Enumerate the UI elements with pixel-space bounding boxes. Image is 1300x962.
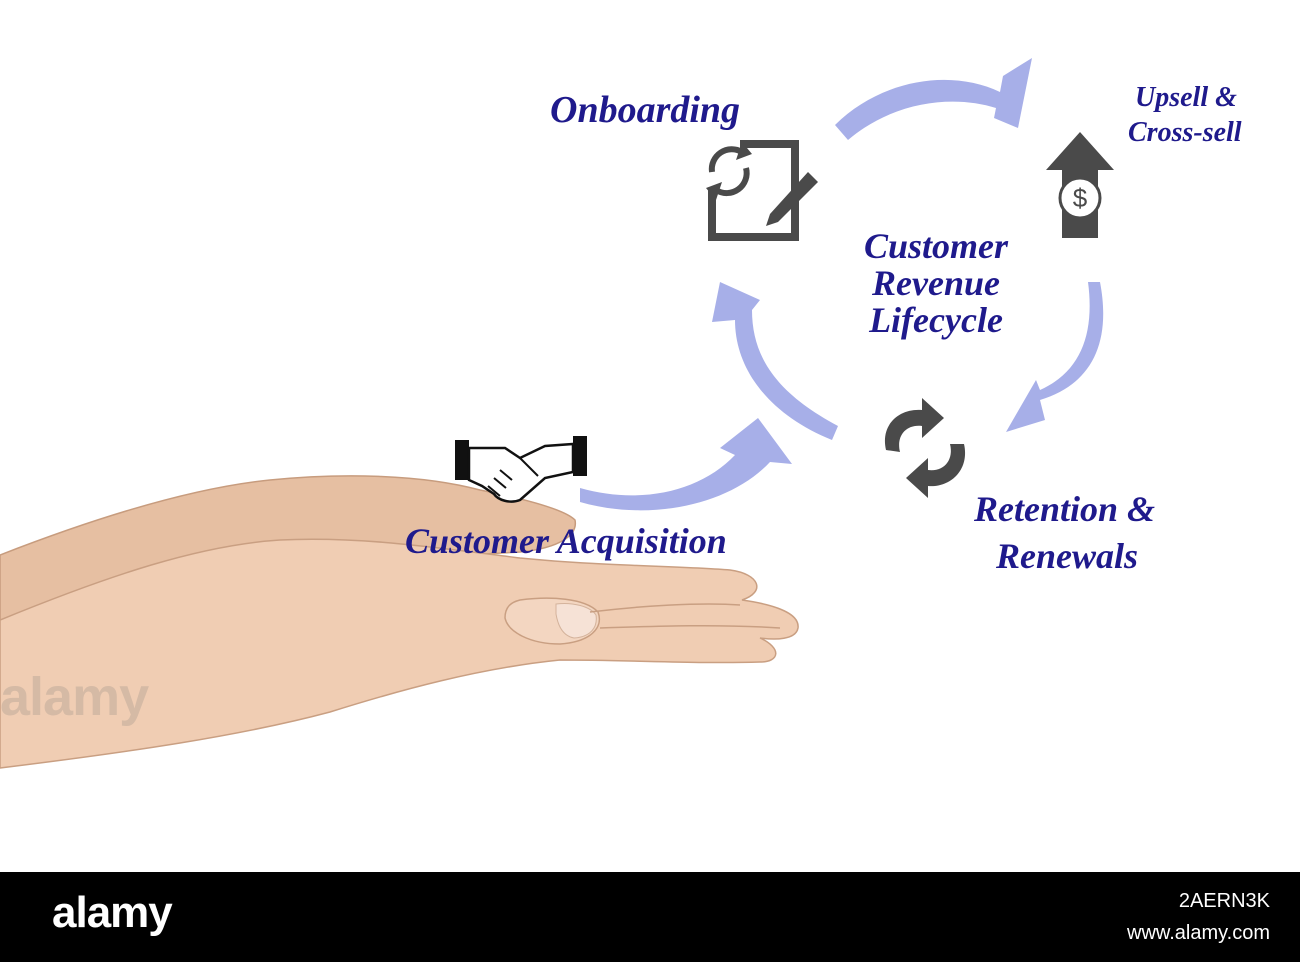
upsell-label-line1: Upsell & <box>1135 82 1237 113</box>
footer-brand-logo: alamy <box>52 888 173 937</box>
diagram-title: Customer Revenue Lifecycle <box>836 228 1036 339</box>
onboarding-label: Onboarding <box>550 89 741 131</box>
document-edit-refresh-icon <box>706 140 818 241</box>
front-hand <box>0 538 799 769</box>
diagram-graphics: $ <box>0 58 1114 769</box>
svg-text:$: $ <box>1073 183 1088 213</box>
retention-label-line1: Retention & <box>974 489 1156 529</box>
retention-label-line2: Renewals <box>996 536 1139 576</box>
cycle-arrows <box>580 58 1104 511</box>
title-line-3: Lifecycle <box>869 300 1003 340</box>
arrow-to-onboarding <box>712 282 838 440</box>
acquisition-label: Customer Acquisition <box>405 521 727 561</box>
footer-bar: alamy 2AERN3K www.alamy.com <box>0 872 1300 962</box>
arrow-acquisition-to-cycle <box>580 418 792 511</box>
arrow-upsell-to-retention <box>1006 282 1104 432</box>
refresh-cycle-icon <box>884 398 966 498</box>
upsell-label-line2: Cross-sell <box>1128 117 1242 148</box>
title-line-2: Revenue <box>872 263 1000 303</box>
diagram-canvas: $ Onboarding Upsell & Cross-sell Custome… <box>0 58 1242 769</box>
hands-image <box>0 475 799 769</box>
dollar-up-arrow-icon: $ <box>1046 132 1114 238</box>
thumb-nail <box>555 603 597 639</box>
footer-site: www.alamy.com <box>1127 922 1270 944</box>
footer-image-id: 2AERN3K <box>1178 890 1270 912</box>
title-line-1: Customer <box>863 226 1009 266</box>
handshake-icon <box>455 436 587 503</box>
watermark: alamy <box>0 667 149 727</box>
arrow-onboarding-to-upsell <box>835 58 1032 140</box>
